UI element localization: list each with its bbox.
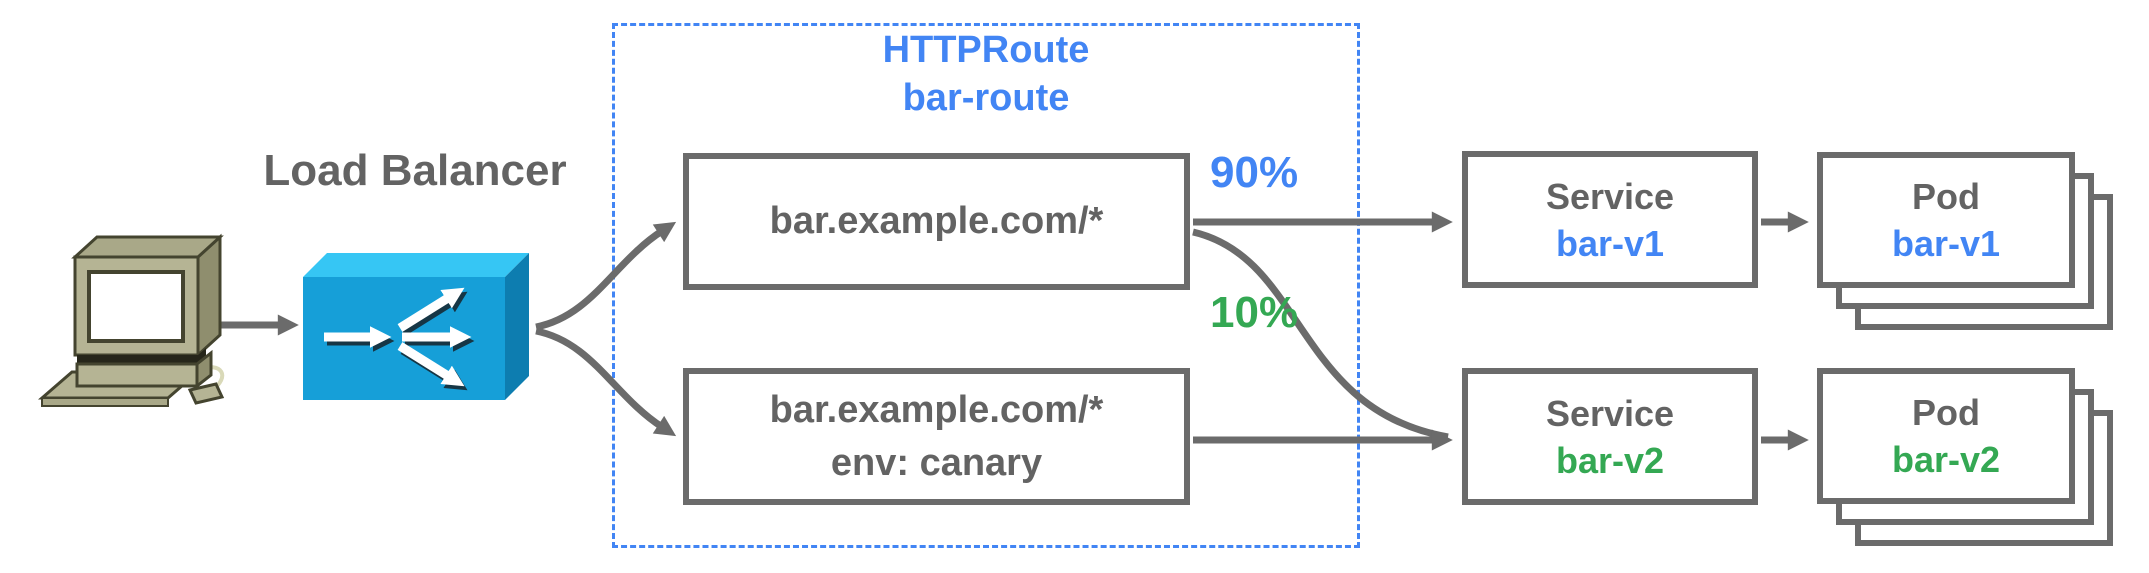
route-rule-main: bar.example.com/* (683, 153, 1190, 290)
weight-label-90: 90% (1210, 148, 1299, 197)
service-name-label: bar-v2 (1555, 439, 1665, 481)
pod-kind-label: Pod (1912, 176, 1980, 217)
httproute-kind: HTTPRoute (882, 29, 1090, 71)
service-kind-label: Service (1545, 392, 1675, 434)
arrow-lb-to-rule-main (535, 221, 677, 331)
httproute-group-box (612, 23, 1360, 548)
pod-name-label: bar-v1 (1891, 223, 2001, 264)
route-rule-canary: bar.example.com/* env: canary (683, 368, 1190, 505)
pod-bar-v1-box: Pod bar-v1 (1817, 152, 2075, 288)
service-bar-v2-box: Service bar-v2 (1462, 368, 1758, 505)
route-rule-canary-header: env: canary (830, 441, 1043, 484)
httproute-title: HTTPRoute bar-route (612, 26, 1360, 122)
load-balancer-label: Load Balancer (263, 146, 567, 195)
service-name-label: bar-v1 (1555, 222, 1665, 264)
route-rule-canary-match: bar.example.com/* (769, 388, 1104, 431)
curve-rule-main-to-service-v2-10 (1192, 228, 1449, 441)
service-kind-label: Service (1545, 175, 1675, 217)
pod-kind-label: Pod (1912, 392, 1980, 433)
service-bar-v1-box: Service bar-v1 (1462, 151, 1758, 288)
load-balancer-icon (303, 253, 529, 400)
pod-name-label: bar-v2 (1891, 439, 2001, 480)
pod-bar-v2-box: Pod bar-v2 (1817, 368, 2075, 504)
httproute-name: bar-route (902, 77, 1070, 119)
route-rule-main-match: bar.example.com/* (769, 200, 1104, 242)
client-computer-icon (37, 233, 225, 407)
weight-label-10: 10% (1210, 288, 1299, 337)
arrow-lb-to-rule-canary (535, 327, 677, 437)
